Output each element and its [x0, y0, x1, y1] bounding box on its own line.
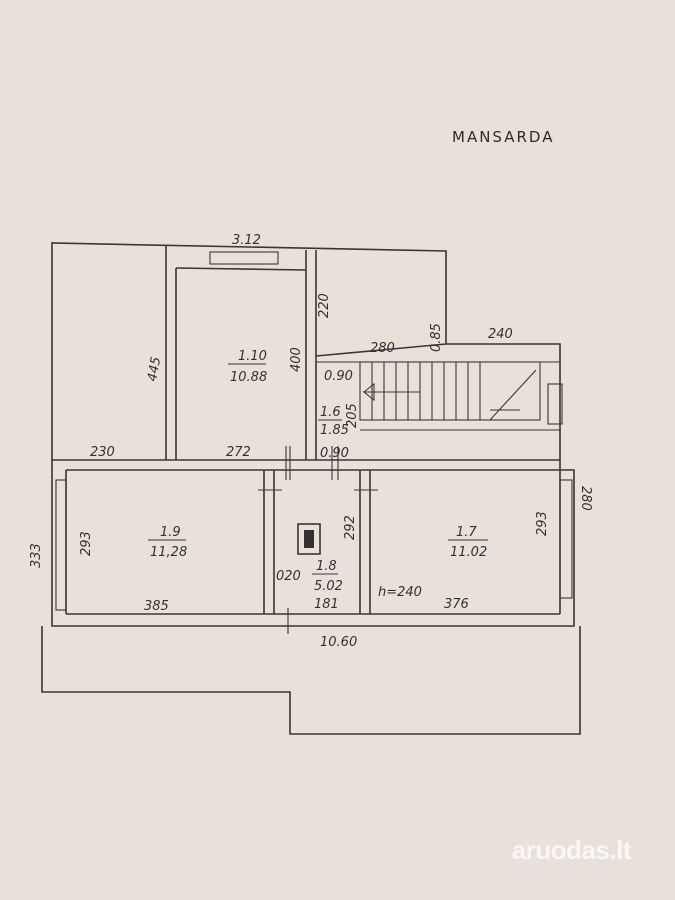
- ceiling-height: h=240: [378, 585, 422, 600]
- room-labels: 1.10 10.88 1.6 1.85 1.9 11,28 1.8 5.02 1…: [148, 349, 488, 594]
- walls: [41, 242, 581, 735]
- dim-181: 181: [314, 597, 339, 612]
- room-1-8-id: 1.8: [316, 559, 337, 574]
- stairs: [359, 361, 541, 421]
- dim-333: 333: [29, 543, 44, 568]
- room-1-10-id: 1.10: [238, 349, 267, 364]
- plan-title: MANSARDA: [452, 128, 554, 146]
- room-1-7-area: 11.02: [450, 545, 487, 560]
- room-1-10-area: 10.88: [230, 370, 267, 385]
- dim-230: 230: [90, 445, 115, 460]
- dim-445: 445: [145, 356, 164, 383]
- dim-085: 0.85: [429, 323, 444, 352]
- dim-1060: 10.60: [320, 635, 357, 650]
- dim-205: 205: [345, 403, 360, 428]
- dim-376: 376: [444, 597, 469, 612]
- dim-240: 240: [488, 327, 513, 342]
- dim-280: 280: [370, 341, 395, 356]
- dim-293-left: 293: [79, 531, 94, 556]
- dim-312: 3.12: [232, 233, 261, 248]
- dim-292: 292: [343, 515, 358, 540]
- dim-020: 020: [276, 569, 301, 584]
- dim-220: 220: [317, 293, 332, 318]
- room-1-9-id: 1.9: [160, 525, 181, 540]
- dimension-labels: 3.12 220 0.85 280 240 445 400 0.90 205 2…: [29, 233, 593, 650]
- dim-272: 272: [226, 445, 251, 460]
- room-1-6-id: 1.6: [320, 405, 341, 420]
- aruodas-watermark: aruodas.lt: [511, 835, 632, 865]
- dim-280-vertical: 280: [578, 486, 593, 511]
- dim-400: 400: [289, 347, 304, 372]
- dim-385: 385: [144, 599, 169, 614]
- room-1-7-id: 1.7: [456, 525, 477, 540]
- room-1-6-area: 1.85: [320, 423, 349, 438]
- room-1-9-area: 11,28: [150, 545, 187, 560]
- dim-090-a: 0.90: [324, 369, 353, 384]
- dim-293-right: 293: [535, 511, 550, 536]
- dim-090-b: 0.90: [320, 446, 349, 461]
- room-1-8-area: 5.02: [314, 579, 343, 594]
